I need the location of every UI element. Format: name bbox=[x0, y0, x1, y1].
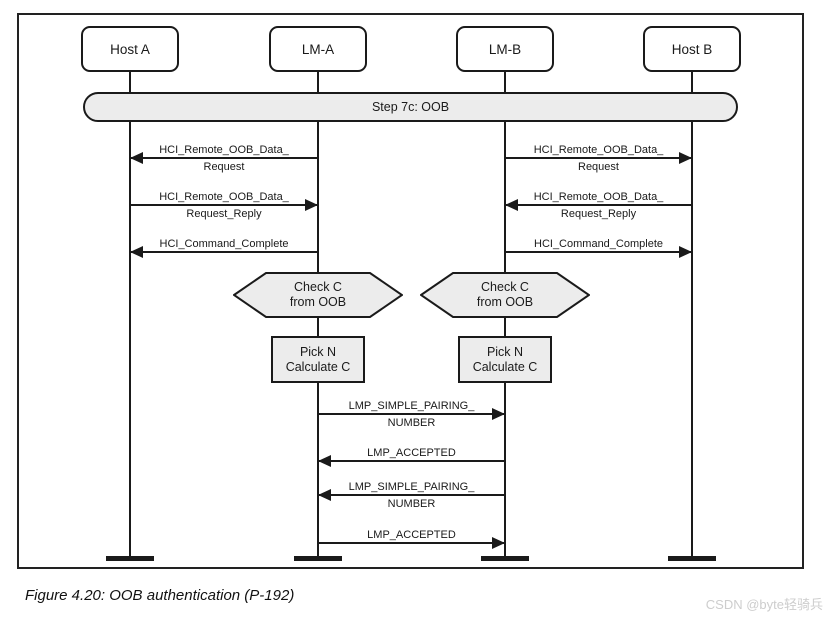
process-label: from OOB bbox=[476, 295, 534, 309]
message-hci-remote-oob-data-request-left: HCI_Remote_OOB_Data_ Request bbox=[130, 143, 318, 174]
process-label: Check C bbox=[481, 280, 529, 294]
process-check-c-from-oob-b: Check C from OOB bbox=[420, 272, 590, 318]
step-banner: Step 7c: OOB bbox=[83, 92, 738, 122]
message-lmp-accepted-2: LMP_ACCEPTED bbox=[318, 528, 505, 549]
lifeline-host-b bbox=[691, 72, 693, 557]
message-hci-remote-oob-data-request-right: HCI_Remote_OOB_Data_ Request bbox=[505, 143, 692, 174]
lifeline-end-lm-a bbox=[294, 556, 342, 561]
actor-label: LM-B bbox=[488, 41, 522, 57]
actor-label: Host A bbox=[110, 41, 150, 57]
actor-lm-a: LM-A bbox=[269, 26, 367, 72]
process-label: Calculate C bbox=[472, 359, 538, 374]
lifeline-end-lm-b bbox=[481, 556, 529, 561]
message-lmp-accepted-1: LMP_ACCEPTED bbox=[318, 446, 505, 467]
arrow-left-icon bbox=[505, 199, 692, 211]
message-label: HCI_Command_Complete bbox=[159, 238, 289, 250]
process-pick-n-calculate-c-b: Pick N Calculate C bbox=[458, 336, 552, 383]
message-hci-remote-oob-data-request-reply-left: HCI_Remote_OOB_Data_ Request_Reply bbox=[130, 190, 318, 221]
actor-label: LM-A bbox=[301, 41, 335, 57]
message-hci-remote-oob-data-request-reply-right: HCI_Remote_OOB_Data_ Request_Reply bbox=[505, 190, 692, 221]
arrow-right-icon bbox=[130, 199, 318, 211]
message-label: HCI_Command_Complete bbox=[534, 238, 663, 250]
arrow-left-icon bbox=[318, 455, 505, 467]
actor-host-a: Host A bbox=[81, 26, 179, 72]
process-pick-n-calculate-c-a: Pick N Calculate C bbox=[271, 336, 365, 383]
arrow-right-icon bbox=[505, 152, 692, 164]
step-banner-label: Step 7c: OOB bbox=[371, 100, 450, 114]
diagram-frame bbox=[17, 13, 804, 569]
message-label: NUMBER bbox=[387, 498, 436, 510]
message-label: NUMBER bbox=[387, 417, 436, 429]
process-label: Pick N bbox=[486, 344, 524, 359]
arrow-left-icon bbox=[318, 489, 505, 501]
message-hci-command-complete-left: HCI_Command_Complete bbox=[130, 237, 318, 258]
message-label: LMP_ACCEPTED bbox=[367, 529, 456, 541]
message-hci-command-complete-right: HCI_Command_Complete bbox=[505, 237, 692, 258]
lifeline-end-host-b bbox=[668, 556, 716, 561]
lifeline-end-host-a bbox=[106, 556, 154, 561]
message-label: HCI_Remote_OOB_Data_ bbox=[159, 191, 289, 203]
process-check-c-from-oob-a: Check C from OOB bbox=[233, 272, 403, 318]
figure-caption: Figure 4.20: OOB authentication (P-192) bbox=[25, 587, 295, 604]
message-label: HCI_Remote_OOB_Data_ bbox=[533, 191, 664, 203]
csdn-watermark: CSDN @byte轻骑兵 bbox=[705, 597, 823, 612]
message-label: LMP_SIMPLE_PAIRING_ bbox=[348, 481, 475, 493]
process-label: Check C bbox=[294, 280, 342, 294]
arrow-right-icon bbox=[505, 246, 692, 258]
message-lmp-simple-pairing-number-1: LMP_SIMPLE_PAIRING_ NUMBER bbox=[318, 399, 505, 430]
message-label: Request_Reply bbox=[186, 208, 262, 220]
message-label: HCI_Remote_OOB_Data_ bbox=[533, 144, 664, 156]
actor-label: Host B bbox=[671, 41, 713, 57]
arrow-right-icon bbox=[318, 537, 505, 549]
process-label: Pick N bbox=[299, 344, 337, 359]
process-label: from OOB bbox=[289, 295, 347, 309]
message-label: HCI_Remote_OOB_Data_ bbox=[159, 144, 289, 156]
message-lmp-simple-pairing-number-2: LMP_SIMPLE_PAIRING_ NUMBER bbox=[318, 480, 505, 511]
message-label: Request bbox=[578, 161, 619, 173]
message-label: LMP_SIMPLE_PAIRING_ bbox=[348, 400, 475, 412]
message-label: LMP_ACCEPTED bbox=[367, 447, 456, 459]
message-label: Request_Reply bbox=[560, 208, 637, 220]
hexagon-shape bbox=[233, 272, 403, 318]
arrow-left-icon bbox=[130, 152, 318, 164]
lifeline-host-a bbox=[129, 72, 131, 557]
actor-lm-b: LM-B bbox=[456, 26, 554, 72]
arrow-left-icon bbox=[130, 246, 318, 258]
actor-host-b: Host B bbox=[643, 26, 741, 72]
arrow-right-icon bbox=[318, 408, 505, 420]
hexagon-shape bbox=[420, 272, 590, 318]
message-label: Request bbox=[203, 161, 245, 173]
process-label: Calculate C bbox=[285, 359, 351, 374]
